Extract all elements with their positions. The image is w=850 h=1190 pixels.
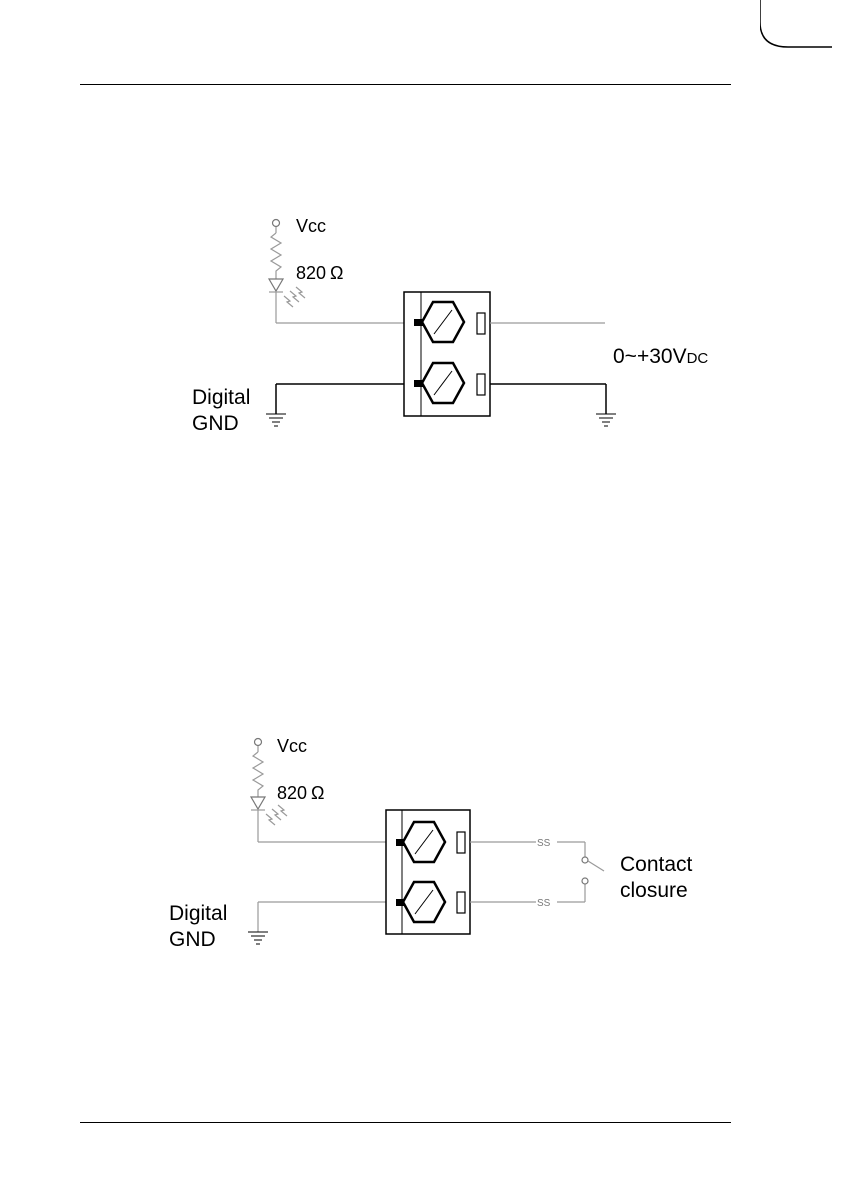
terminal-block-2 bbox=[386, 810, 470, 934]
resistor-820-ohm-2 bbox=[253, 752, 263, 797]
break-mark-2: SS bbox=[537, 898, 551, 909]
led-diode-2 bbox=[251, 797, 265, 842]
vcc-label: Vcc bbox=[296, 216, 326, 236]
break-mark-1: SS bbox=[537, 838, 551, 849]
led-light-arrows-2 bbox=[266, 805, 287, 825]
ground-symbol-left bbox=[266, 414, 286, 426]
gnd-label: GND bbox=[192, 412, 239, 435]
contact-switch bbox=[582, 857, 604, 884]
vcc-label-2: Vcc bbox=[277, 736, 307, 756]
ground-symbol-2 bbox=[248, 932, 268, 944]
page-corner-mark bbox=[760, 0, 832, 50]
ground-symbol-right bbox=[596, 414, 616, 426]
led-diode bbox=[269, 279, 283, 323]
vcc-terminal-2 bbox=[255, 739, 262, 753]
digital-label: Digital bbox=[192, 386, 250, 409]
closure-label: closure bbox=[620, 879, 688, 902]
footer-rule bbox=[80, 1122, 731, 1123]
digital-label-2: Digital bbox=[169, 902, 227, 925]
header-rule bbox=[80, 84, 731, 85]
led-light-arrows bbox=[284, 287, 305, 307]
resistor-820-ohm bbox=[271, 233, 281, 279]
contact-label: Contact bbox=[620, 853, 693, 876]
terminal-block bbox=[404, 292, 490, 416]
vcc-terminal bbox=[273, 220, 280, 234]
voltage-range-label: 0~+30VDC bbox=[613, 345, 708, 368]
gnd-label-2: GND bbox=[169, 928, 216, 951]
